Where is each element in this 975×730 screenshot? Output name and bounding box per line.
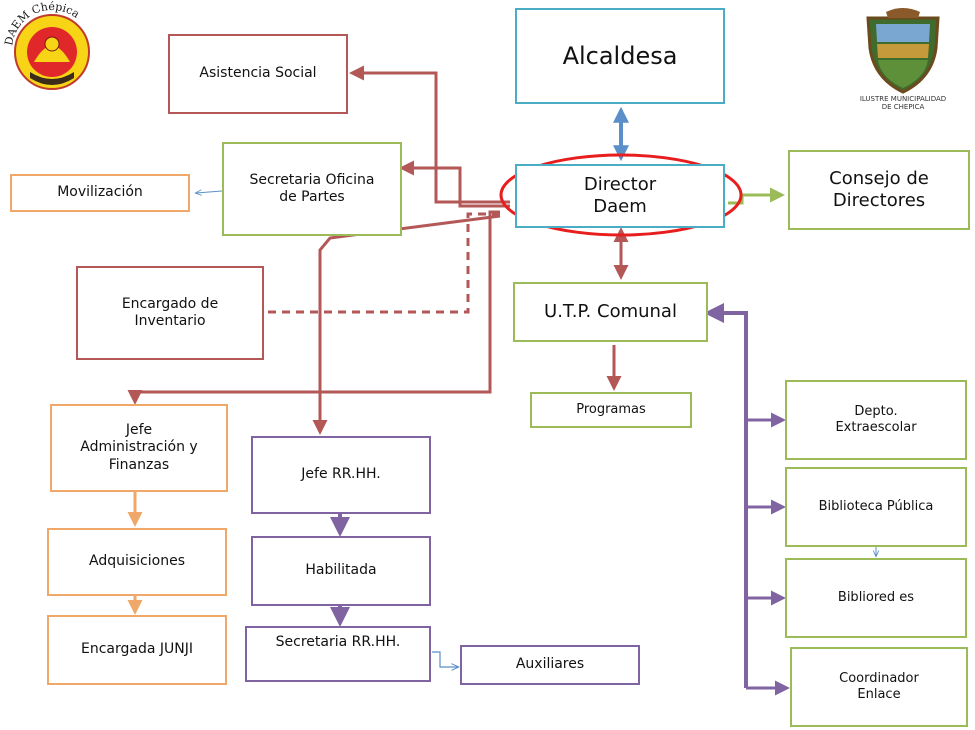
node-bibliored[interactable]: Bibliored es [785,558,967,638]
node-auxiliares[interactable]: Auxiliares [460,645,640,685]
node-movilizacion-label: Movilización [57,184,143,201]
node-inventario-label: Encargado de Inventario [121,295,219,330]
node-extraescolar-label: Depto. Extraescolar [835,403,917,435]
node-junji-label: Encargada JUNJI [81,641,193,658]
node-jefe-rrhh-label: Jefe RR.HH. [301,466,381,483]
node-coordinador-label: Coordinador Enlace [839,670,919,702]
edge-director-jefe-rrhh [312,214,501,435]
node-programas[interactable]: Programas [530,392,692,428]
node-director-daem[interactable]: Director Daem [515,164,725,228]
director-highlight-ellipse [499,153,743,237]
node-habilitada[interactable]: Habilitada [251,536,431,606]
edge-secretaria-rrhh-auxiliares [432,651,458,667]
node-habilitada-label: Habilitada [305,562,377,579]
node-secretaria-rrhh-label: Secretaria RR.HH. [275,634,401,650]
node-asistencia-social[interactable]: Asistencia Social [168,34,348,114]
daem-logo: DAEM Chépica [2,0,90,90]
node-programas-label: Programas [576,401,646,417]
node-utp-label: U.T.P. Comunal [544,300,677,322]
node-movilizacion[interactable]: Movilización [10,174,190,212]
node-biblioteca-label: Biblioteca Pública [818,498,934,514]
edge-director-secretaria-oficina [399,160,510,208]
node-encargada-junji[interactable]: Encargada JUNJI [47,615,227,685]
node-jefe-admin-label: Jefe Administración y Finanzas [80,421,198,473]
node-consejo-directores[interactable]: Consejo de Directores [788,150,970,230]
node-biblioteca-publica[interactable]: Biblioteca Pública [785,467,967,547]
node-asistencia-label: Asistencia Social [199,65,317,82]
node-adquisiciones[interactable]: Adquisiciones [47,528,227,596]
node-bibliored-label: Bibliored es [837,589,915,605]
node-adquisiciones-label: Adquisiciones [89,553,185,570]
municipality-crest [866,8,940,94]
node-consejo-label: Consejo de Directores [829,167,929,212]
node-coordinador-enlace[interactable]: Coordinador Enlace [790,647,968,727]
node-encargado-inventario[interactable]: Encargado de Inventario [76,266,264,360]
edge-director-inventario [264,212,500,314]
node-director-label: Director Daem [583,173,657,218]
node-secretaria-oficina-partes[interactable]: Secretaria Oficina de Partes [222,142,402,236]
node-depto-extraescolar[interactable]: Depto. Extraescolar [785,380,967,460]
node-secretaria-rrhh[interactable]: Secretaria RR.HH. [245,626,431,682]
edge-director-asistencia [349,65,510,204]
node-utp-comunal[interactable]: U.T.P. Comunal [513,282,708,342]
edge-director-consejo [728,187,785,205]
node-alcaldesa[interactable]: Alcaldesa [515,8,725,104]
municipality-caption: ILUSTRE MUNICIPALIDAD DE CHEPICA [859,95,947,111]
node-jefe-administracion-finanzas[interactable]: Jefe Administración y Finanzas [50,404,228,492]
node-secretaria-oficina-label: Secretaria Oficina de Partes [249,171,375,206]
edge-secretaria-movilizacion [196,191,223,193]
node-alcaldesa-label: Alcaldesa [562,42,678,70]
node-auxiliares-label: Auxiliares [515,656,585,673]
node-jefe-rrhh[interactable]: Jefe RR.HH. [251,436,431,514]
edge-director-jefe-admin [127,210,500,405]
edge-utp-bracket [704,303,748,688]
